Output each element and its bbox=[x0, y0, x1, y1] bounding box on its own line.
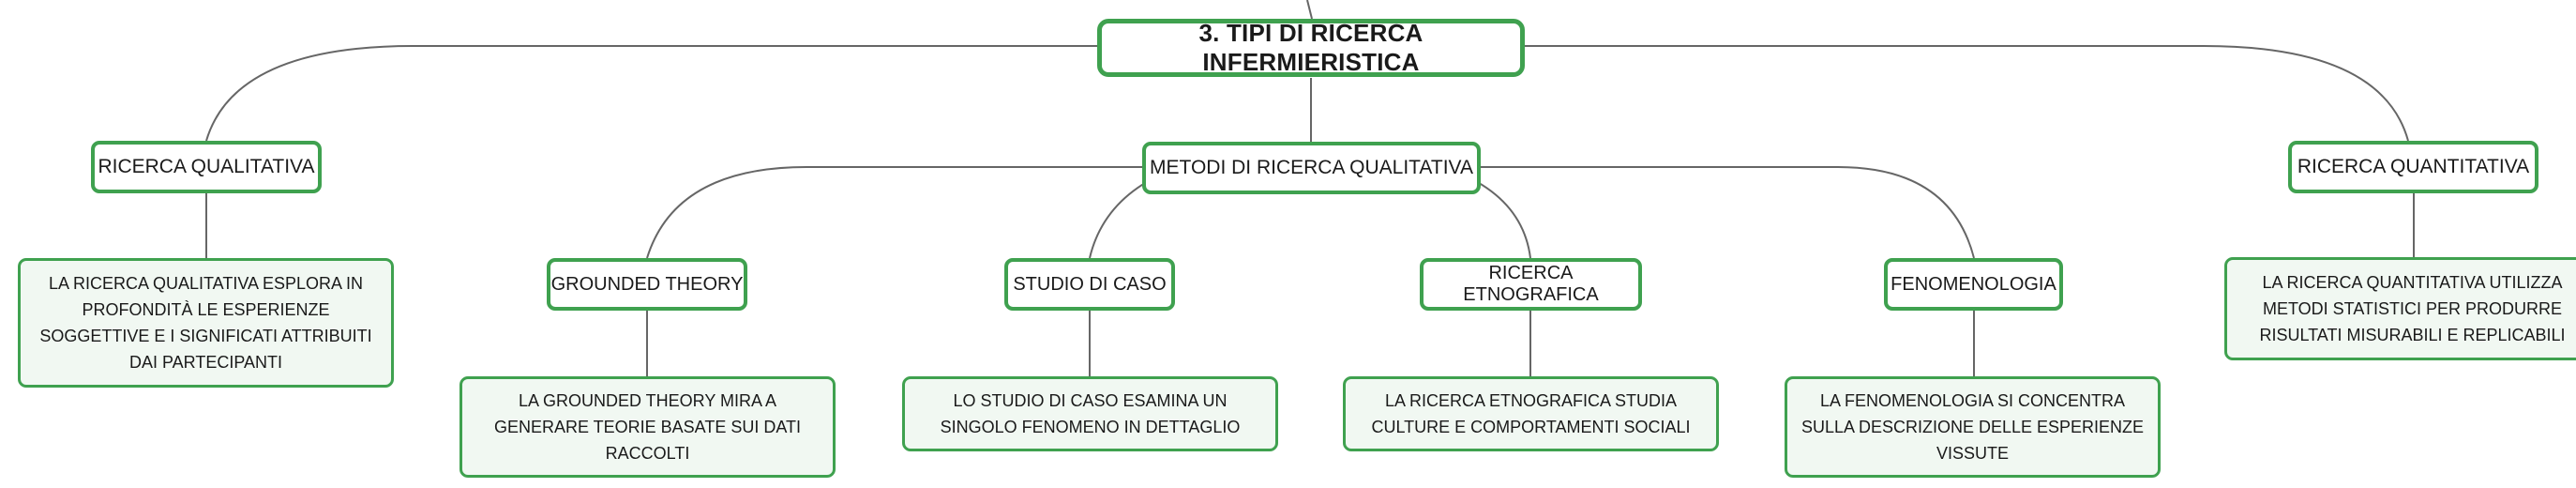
connector-methods-caso bbox=[1089, 178, 1152, 259]
description-text: LA RICERCA QUANTITATIVA UTILIZZA METODI … bbox=[2259, 273, 2566, 344]
connector-methods-fenomenologia bbox=[1480, 166, 1975, 259]
connector-methods-etnografica bbox=[1471, 178, 1531, 259]
topic-ricerca-qualitativa[interactable]: RICERCA QUALITATIVA bbox=[91, 141, 322, 193]
description-fenomenologia[interactable]: LA FENOMENOLOGIA SI CONCENTRA SULLA DESC… bbox=[1785, 376, 2161, 478]
topic-label: RICERCA ETNOGRAFICA bbox=[1463, 263, 1599, 305]
topic-label: RICERCA QUALITATIVA bbox=[98, 156, 315, 177]
topic-ricerca-quantitativa[interactable]: RICERCA QUANTITATIVA bbox=[2288, 141, 2538, 193]
topic-metodi-ricerca-qualitativa[interactable]: METODI DI RICERCA QUALITATIVA bbox=[1142, 142, 1481, 194]
description-text: LA RICERCA QUALITATIVA ESPLORA IN PROFON… bbox=[39, 274, 372, 372]
description-text: LA GROUNDED THEORY MIRA A GENERARE TEORI… bbox=[493, 391, 802, 463]
connector-root-qualitative bbox=[205, 45, 1099, 142]
topic-label: FENOMENOLOGIA bbox=[1891, 273, 2056, 295]
description-studio-di-caso[interactable]: LO STUDIO DI CASO ESAMINA UN SINGOLO FEN… bbox=[902, 376, 1278, 451]
description-text: LA FENOMENOLOGIA SI CONCENTRA SULLA DESC… bbox=[1800, 391, 2145, 463]
connector-methods-grounded bbox=[646, 166, 1142, 259]
description-ricerca-quantitativa[interactable]: LA RICERCA QUANTITATIVA UTILIZZA METODI … bbox=[2224, 257, 2576, 360]
topic-label: RICERCA QUANTITATIVA bbox=[2297, 156, 2530, 177]
topic-grounded-theory[interactable]: GROUNDED THEORY bbox=[547, 258, 747, 311]
connector-root-incoming bbox=[1306, 0, 1313, 20]
topic-ricerca-etnografica[interactable]: RICERCA ETNOGRAFICA bbox=[1420, 258, 1642, 311]
description-ricerca-qualitativa[interactable]: LA RICERCA QUALITATIVA ESPLORA IN PROFON… bbox=[18, 258, 394, 388]
topic-label: GROUNDED THEORY bbox=[550, 273, 744, 295]
connector-root-quantitative bbox=[1523, 45, 2409, 142]
topic-label: STUDIO DI CASO bbox=[1013, 273, 1167, 295]
description-text: LA RICERCA ETNOGRAFICA STUDIA CULTURE E … bbox=[1371, 391, 1691, 436]
root-topic-label: 3. TIPI DI RICERCA INFERMIERISTICA bbox=[1198, 19, 1424, 76]
description-ricerca-etnografica[interactable]: LA RICERCA ETNOGRAFICA STUDIA CULTURE E … bbox=[1343, 376, 1719, 451]
topic-studio-di-caso[interactable]: STUDIO DI CASO bbox=[1004, 258, 1175, 311]
topic-label: METODI DI RICERCA QUALITATIVA bbox=[1150, 157, 1473, 178]
description-text: LO STUDIO DI CASO ESAMINA UN SINGOLO FEN… bbox=[940, 391, 1241, 436]
root-topic[interactable]: 3. TIPI DI RICERCA INFERMIERISTICA bbox=[1097, 19, 1525, 77]
description-grounded-theory[interactable]: LA GROUNDED THEORY MIRA A GENERARE TEORI… bbox=[459, 376, 836, 478]
topic-fenomenologia[interactable]: FENOMENOLOGIA bbox=[1884, 258, 2063, 311]
